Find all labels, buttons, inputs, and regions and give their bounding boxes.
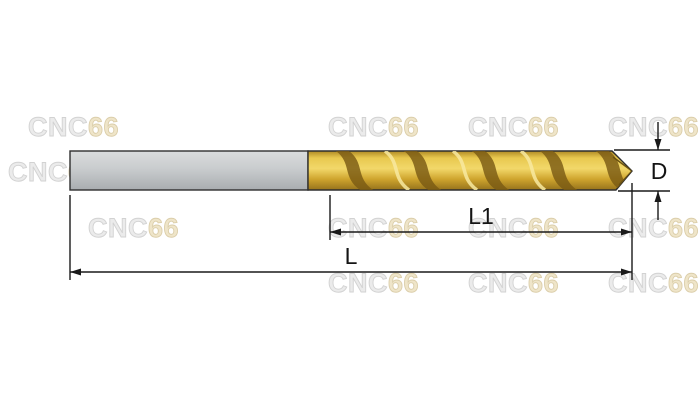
watermark-text: CNC66 (28, 112, 119, 142)
arrowhead-left-icon (330, 228, 341, 236)
dimension-flute-length: L1 (329, 195, 632, 240)
watermark-text: CNC66 (608, 268, 699, 298)
flute-band (336, 151, 373, 190)
drill-flutes (336, 151, 632, 190)
watermark-text: CNC66 (608, 213, 699, 243)
watermark-text: CNC66 (328, 112, 419, 142)
watermark-text: CNC66 (328, 213, 419, 243)
watermark-text: CNC66 (468, 213, 559, 243)
watermark-text: CNC66 (468, 268, 559, 298)
flute-band (472, 151, 509, 190)
flute-highlight (519, 151, 547, 190)
arrowhead-down-icon (654, 139, 662, 150)
flute-length-label: L1 (468, 203, 494, 229)
arrowhead-left-icon (70, 268, 81, 276)
diameter-label: D (651, 158, 668, 184)
watermark-layer: CNC66CNC66CNC66CNC66CNC66CNC66CNC66CNC66… (8, 112, 699, 299)
watermark-text: CNC66 (328, 268, 419, 298)
flute-highlight (383, 151, 411, 190)
arrowhead-up-icon (654, 191, 662, 202)
dimension-overall-length: L (69, 183, 633, 280)
flute-highlight (451, 151, 479, 190)
dimension-diameter: D (614, 122, 670, 220)
drill-tip-edge (618, 170, 632, 186)
watermark-text: CNC66 (88, 213, 179, 243)
drill-shank (69, 150, 309, 191)
drill-bit (69, 150, 633, 191)
flute-band (404, 151, 441, 190)
arrowhead-right-icon (621, 268, 632, 276)
overall-length-label: L (345, 243, 358, 269)
arrowhead-right-icon (621, 228, 632, 236)
flute-band (540, 151, 577, 190)
watermark-text: CNC66 (608, 112, 699, 142)
watermark-text: CNC66 (468, 112, 559, 142)
drill-tip-edge (612, 156, 632, 172)
